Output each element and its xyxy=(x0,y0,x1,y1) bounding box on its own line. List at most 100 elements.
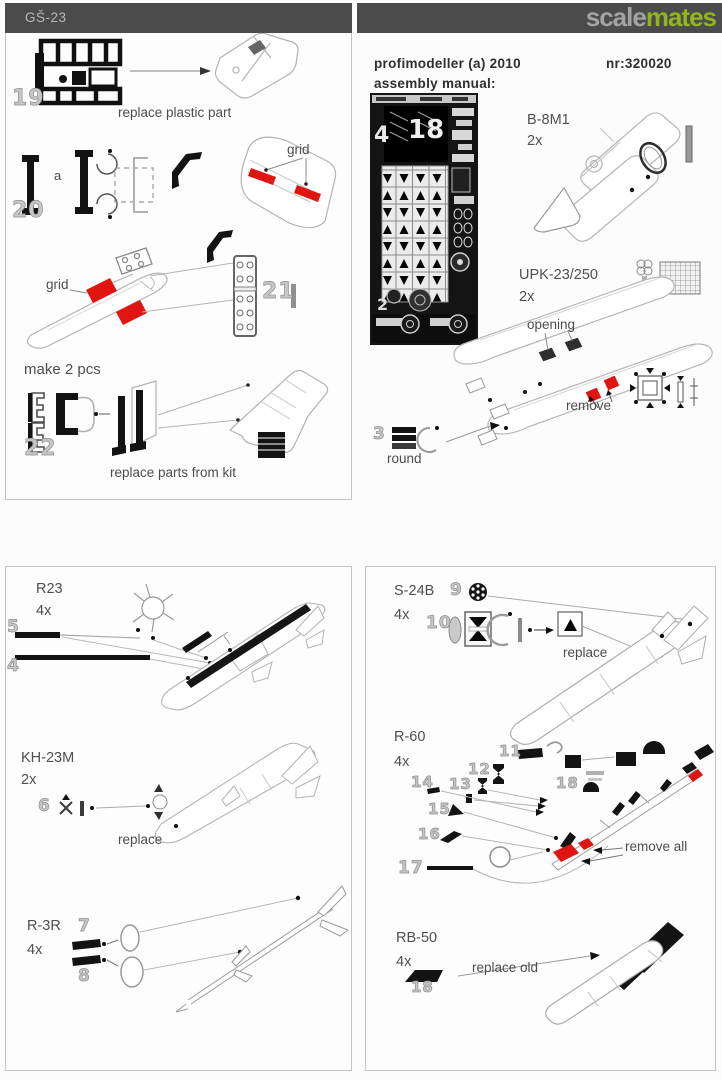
scalemates-watermark-bar: scalemates xyxy=(357,3,722,33)
fuze-part xyxy=(132,583,175,633)
label-replace-plastic-part: replace plastic part xyxy=(118,105,232,120)
label-remove-all: remove all xyxy=(625,839,688,854)
part21-number: 21 xyxy=(262,279,295,305)
part15-number: 15 xyxy=(428,800,451,819)
gs23-panel-title: GŠ-23 xyxy=(25,10,67,25)
s24b-rocket-sketch xyxy=(509,605,709,745)
part4-number: 4 xyxy=(7,656,20,677)
pe-strip-part xyxy=(233,255,257,337)
part18-number: 18 xyxy=(556,774,579,793)
fret-number-4: 4 xyxy=(374,123,389,148)
kit-number: nr:320020 xyxy=(606,56,672,71)
kh23m-parts xyxy=(59,784,168,820)
part9-number: 9 xyxy=(450,580,463,601)
b8m1-qty: 2x xyxy=(527,133,543,149)
pods-diagram: 4 18 2 xyxy=(370,93,713,453)
missiles-right-diagram xyxy=(405,583,714,1025)
part18b-number: 18 xyxy=(411,978,434,997)
r23-missile-sketch xyxy=(161,602,326,711)
strip-part5 xyxy=(15,632,60,638)
cone-part xyxy=(533,186,581,233)
upk-name: UPK-23/250 xyxy=(519,267,598,283)
label-replace-parts-from-kit: replace parts from kit xyxy=(110,465,237,480)
label-opening: opening xyxy=(527,317,576,332)
b8m1-sketch xyxy=(533,112,693,242)
publisher-line2: assembly manual: xyxy=(374,76,496,91)
r3r-name: R-3R xyxy=(27,918,61,934)
missiles-left-diagram xyxy=(15,583,350,1013)
s24b-qty: 4x xyxy=(394,607,410,623)
part17-number: 17 xyxy=(398,858,424,879)
label-grid-pod: grid xyxy=(287,142,310,157)
rosette-part9 xyxy=(469,583,487,601)
r3r-missile-sketch xyxy=(175,885,350,1013)
r60-qty: 4x xyxy=(394,754,410,770)
round-part3 xyxy=(392,422,500,453)
label-round: round xyxy=(387,451,422,466)
gs23-diagram xyxy=(22,33,337,458)
gun-pod-sketch xyxy=(214,33,299,99)
part20-number: 20 xyxy=(12,198,45,224)
ring-part xyxy=(120,924,140,952)
fuselage-sketch xyxy=(26,272,168,349)
label-replace-s24b: replace xyxy=(563,645,608,660)
part5-number: 5 xyxy=(7,617,20,638)
pod-with-grid-sketch xyxy=(240,136,337,229)
dorsal-strip-part xyxy=(186,604,311,688)
grid-opening-red xyxy=(116,300,147,325)
r60-parts xyxy=(427,741,714,870)
ring-part xyxy=(120,956,144,988)
remove-red-part xyxy=(578,838,594,850)
r23-qty: 4x xyxy=(36,603,52,619)
part22-number: 22 xyxy=(24,436,57,462)
part20-variant-label: a xyxy=(54,168,62,183)
part3-number: 3 xyxy=(373,424,386,445)
remove-area-red xyxy=(602,374,621,392)
fret-number-2: 2 xyxy=(377,295,388,314)
pe-fret-photo: 4 18 2 xyxy=(370,93,478,345)
b8m1-name: B-8M1 xyxy=(527,112,570,128)
part11-number: 11 xyxy=(499,742,522,761)
r60-missile-sketch xyxy=(551,769,703,871)
wedge-part18 xyxy=(405,970,443,982)
part19-number: 19 xyxy=(12,86,45,112)
strip-part4 xyxy=(15,655,150,660)
upk-pods-sketch xyxy=(453,276,713,446)
kh23m-name: KH-23M xyxy=(21,750,75,766)
rb50-qty: 4x xyxy=(396,954,412,970)
kh23m-qty: 2x xyxy=(21,772,37,788)
kh23m-missile-sketch xyxy=(154,742,321,844)
bar-part7 xyxy=(72,939,101,950)
part14-number: 14 xyxy=(411,773,434,792)
part16-number: 16 xyxy=(418,825,441,844)
opening-hatch xyxy=(563,336,584,353)
label-grid-fuselage: grid xyxy=(46,277,69,292)
u-channel-part xyxy=(207,230,233,263)
r23-name: R23 xyxy=(36,581,63,597)
r3r-qty: 4x xyxy=(27,942,43,958)
remove-red-part xyxy=(553,844,579,862)
s24b-name: S-24B xyxy=(394,583,435,599)
label-remove: remove xyxy=(566,398,612,413)
cross-part xyxy=(630,368,698,408)
pe-frame-part xyxy=(38,38,123,106)
label-replace-kh23m: replace xyxy=(118,832,163,847)
label-make-2pcs: make 2 pcs xyxy=(24,361,101,378)
r60-guides xyxy=(440,789,609,884)
bar-part8 xyxy=(72,955,101,966)
part7-number: 7 xyxy=(78,916,91,937)
gs23-panel-header: GŠ-23 xyxy=(5,3,352,33)
remove-red-part xyxy=(688,769,703,782)
publisher-line1: profimodeller (a) 2010 xyxy=(374,56,521,71)
grid-opening-red xyxy=(86,278,117,303)
part6-number: 6 xyxy=(38,796,51,817)
bracket-parts xyxy=(31,392,45,453)
u-channel-part xyxy=(172,152,202,189)
rb50-name: RB-50 xyxy=(396,930,438,946)
grid-part-red xyxy=(294,185,321,202)
upk-qty: 2x xyxy=(519,289,535,305)
label-replace-old: replace old xyxy=(472,960,539,975)
pe-plate-sketch xyxy=(115,247,153,275)
rod-part xyxy=(685,125,693,163)
